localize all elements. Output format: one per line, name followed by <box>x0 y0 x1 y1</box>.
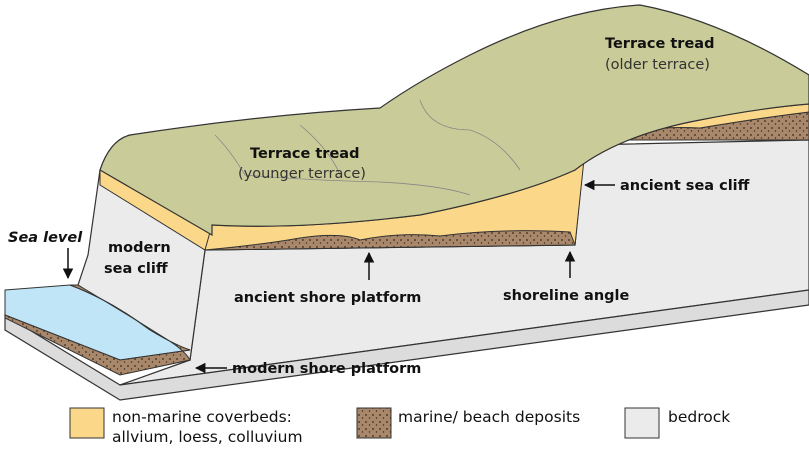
bedrock-side <box>4 289 809 401</box>
terrace-tread-younger-label-1: Terrace tread <box>250 146 359 162</box>
legend-coverbeds-line1: non-marine coverbeds: <box>112 408 292 426</box>
ancient-shore-platform-label: ancient shore platform <box>234 290 421 306</box>
modern-shore-platform-label: modern shore platform <box>232 361 421 377</box>
marine-modern-platform <box>4 284 191 376</box>
legend-swatch-marine <box>356 407 392 439</box>
terrace-tread-younger-label-2: (younger terrace) <box>238 166 366 182</box>
legend-swatch-bedrock <box>624 407 660 439</box>
sea-level-label: Sea level <box>8 230 83 246</box>
legend-coverbeds-line2: allvium, loess, colluvium <box>112 428 303 446</box>
modern-sea-cliff-label-1: modern <box>108 240 171 256</box>
ancient-sea-cliff-label: ancient sea cliff <box>620 178 750 194</box>
terrace-tread-older-label-2: (older terrace) <box>605 57 710 73</box>
shoreline-angle-label: shoreline angle <box>503 288 630 304</box>
legend-marine: marine/ beach deposits <box>398 408 580 426</box>
legend-swatch-coverbeds <box>69 407 105 439</box>
legend: non-marine coverbeds: allvium, loess, co… <box>69 407 730 446</box>
marine-ancient-platform <box>204 230 576 251</box>
terrace-tread-older-label-1: Terrace tread <box>605 36 714 52</box>
modern-sea-cliff-label-2: sea cliff <box>104 261 168 277</box>
legend-bedrock: bedrock <box>668 408 730 426</box>
